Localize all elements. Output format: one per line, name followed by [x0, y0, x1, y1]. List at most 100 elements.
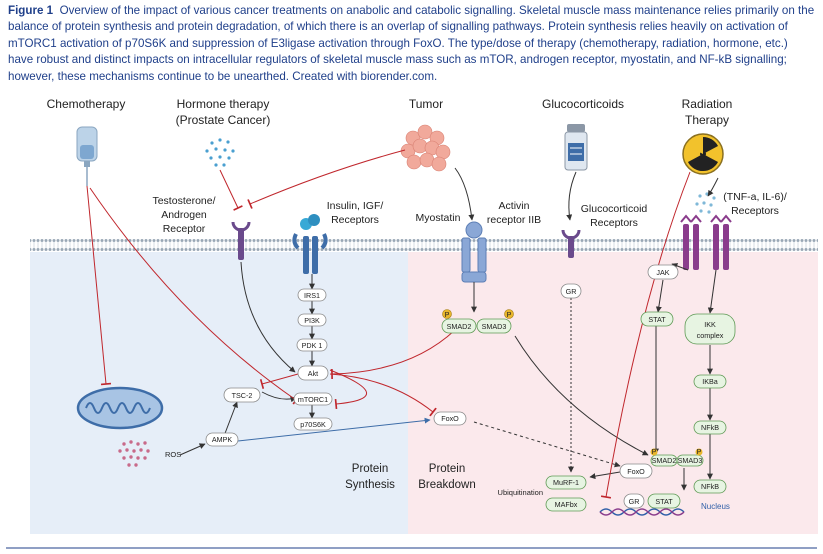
glucocorticoid-receptor-icon — [561, 229, 581, 258]
smad2-phospho-label: P — [445, 310, 450, 319]
glucocorticoids-label: Glucocorticoids — [542, 97, 624, 111]
ikk-label-1: IKK — [704, 320, 716, 329]
cytokine-receptor-icon — [680, 214, 732, 270]
smad3-label: SMAD3 — [482, 322, 507, 331]
hormone-particles-icon — [205, 138, 235, 167]
inhibit-chemo-mitochondrion — [86, 185, 112, 386]
pi3k-node — [297, 313, 327, 327]
mafbx-node — [545, 497, 587, 512]
irs1-node — [297, 288, 327, 302]
mtorc1-label: mTORC1 — [298, 395, 328, 404]
arrow-receptor-ikk — [707, 269, 717, 314]
murf1-label: MuRF-1 — [553, 478, 579, 487]
radiation-hazard-icon — [682, 133, 724, 175]
foxo-nuclear-label: FoxO — [627, 467, 645, 476]
tumor-icon — [400, 124, 451, 172]
hormone-therapy-sublabel: (Prostate Cancer) — [176, 113, 271, 127]
smad2-node — [441, 318, 477, 334]
hormone-therapy-label: Hormone therapy — [177, 97, 270, 111]
arrow-tumor-myostatin — [454, 167, 475, 221]
jak-label: JAK — [656, 268, 669, 277]
nfkb-cyto-node — [693, 420, 727, 435]
cytokine-receptor-label-1: (TNF-a, IL-6)/ — [723, 191, 787, 203]
protein-breakdown-region — [408, 252, 818, 534]
nucleus-label: Nucleus — [701, 502, 730, 511]
glucocorticoid-receptor-label-1: Glucocorticoid — [581, 203, 648, 215]
gr-cyto-node — [560, 283, 582, 299]
smad3-phospho-label: P — [507, 310, 512, 319]
androgen-receptor-icon — [231, 221, 251, 260]
glucocorticoid-receptor-label-2: Receptors — [590, 217, 638, 229]
insulin-receptor-icon — [292, 214, 328, 274]
smad3-phospho — [504, 309, 514, 319]
akt-label: Akt — [308, 369, 318, 378]
pdk1-node — [296, 338, 328, 352]
androgen-receptor-label-3: Receptor — [163, 223, 206, 235]
tumor-label: Tumor — [409, 97, 443, 111]
p70s6k-node — [293, 417, 333, 431]
cytokine-receptor-label-2: Receptors — [731, 205, 779, 217]
nfkb-nuclear-label: NFkB — [701, 482, 719, 491]
smad2-nuclear-label: SMAD2 — [652, 456, 677, 465]
inhibit-tumor-receptor — [247, 149, 406, 209]
insulin-receptor-label-2: Receptors — [331, 214, 379, 226]
myostatin-label: Myostatin — [416, 212, 461, 224]
smad3-node — [476, 318, 512, 334]
figure-caption: Figure 1 Overview of the impact of vario… — [8, 3, 816, 85]
arrow-ros-ampk — [179, 443, 206, 456]
protein-synthesis-label-2: Synthesis — [345, 479, 395, 491]
ikk-label-2: complex — [697, 331, 724, 340]
smad2-phospho — [442, 309, 452, 319]
arrow-androgen-akt — [240, 261, 296, 373]
arrow-gluco-receptor — [566, 171, 577, 221]
ros-label: ROS — [165, 450, 181, 459]
dna-icon — [599, 508, 685, 516]
stat-label: STAT — [648, 315, 666, 324]
ikba-node — [693, 374, 727, 389]
arrow-smad-nucleus — [514, 335, 649, 456]
nfkb-nuclear-node — [693, 479, 727, 494]
ampk-label: AMPK — [212, 435, 233, 444]
inhibit-smad-akt — [331, 329, 456, 380]
inhibit-hormone-receptor — [219, 169, 243, 211]
radiation-label: Radiation — [682, 97, 733, 111]
tsc2-node — [223, 387, 261, 403]
ros-particles-icon — [118, 440, 150, 467]
stat-node — [640, 311, 674, 327]
protein-synthesis-label-1: Protein — [352, 463, 388, 475]
cell-membrane — [30, 238, 818, 252]
arrow-ampk-tsc2 — [223, 401, 238, 437]
iv-bag-icon — [76, 126, 98, 186]
inhibit-akt-tsc2 — [259, 373, 299, 390]
gr-nuclear-label: GR — [629, 497, 640, 506]
foxo-nuclear-node — [619, 463, 653, 479]
akt-node — [297, 365, 329, 381]
arrow-foxo-ubiquitin — [589, 471, 621, 480]
protein-breakdown-label-2: Breakdown — [418, 479, 476, 491]
signalling-diagram: Chemotherapy Hormone therapy (Prostate C… — [6, 97, 818, 549]
activin-receptor-label-2: receptor IIB — [487, 214, 541, 226]
chemotherapy-label: Chemotherapy — [47, 97, 126, 111]
tsc2-label: TSC-2 — [232, 391, 253, 400]
cytokine-particles-icon — [695, 192, 716, 214]
androgen-receptor-label-2: Androgen — [161, 209, 207, 221]
activin-receptor-label-1: Activin — [499, 200, 530, 212]
inhibit-akt-mtorc1-loop — [329, 369, 367, 410]
ikba-label: IKBa — [702, 377, 718, 386]
insulin-receptor-label-1: Insulin, IGF/ — [327, 200, 384, 212]
smad3-nuclear-node — [676, 454, 704, 467]
pdk1-label: PDK 1 — [302, 341, 323, 350]
arrow-jak-stat — [655, 279, 664, 313]
ikk-node — [684, 313, 736, 345]
ampk-node — [205, 432, 239, 447]
caption-text: Overview of the impact of various cancer… — [8, 4, 815, 83]
pi3k-label: PI3K — [304, 316, 320, 325]
inhibit-chemo-mtorc1 — [89, 187, 300, 405]
nfkb-cyto-label: NFkB — [701, 423, 719, 432]
radiation-sublabel: Therapy — [685, 113, 729, 127]
arrow-ampk-foxo — [237, 417, 431, 442]
smad3-nuclear-phospho — [695, 448, 703, 456]
stat-nuclear-label: STAT — [655, 497, 673, 506]
p70s6k-label: p70S6K — [300, 420, 326, 429]
mitochondrion-icon — [76, 386, 164, 430]
